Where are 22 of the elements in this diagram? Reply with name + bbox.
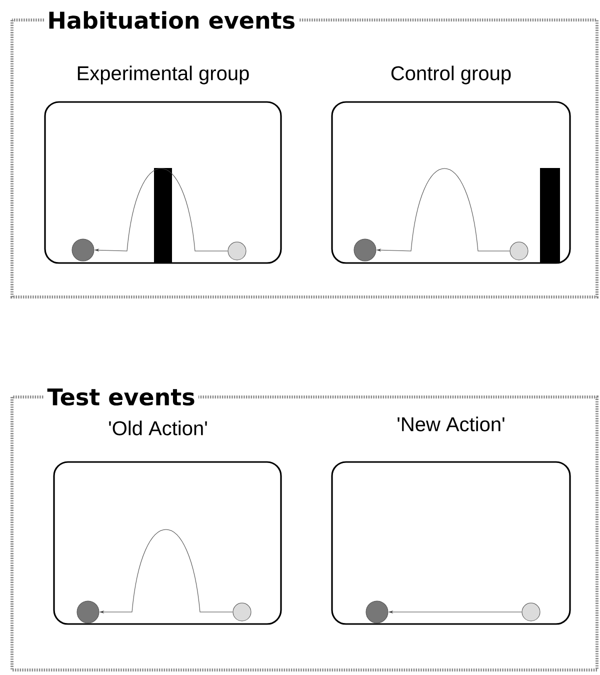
- scene-panel: Experimental group: [44, 66, 282, 264]
- path-arrow: [388, 610, 522, 614]
- ball: [366, 600, 388, 624]
- node-label: Control group: [391, 66, 511, 84]
- node-label: 'New Action': [398, 416, 504, 432]
- path-arrow: [94, 168, 228, 252]
- barrier-block: [154, 168, 172, 263]
- ball: [522, 602, 540, 622]
- node-label: 'Old Action': [109, 420, 207, 436]
- ball: [232, 602, 252, 622]
- scene-panel: 'Old Action': [53, 420, 282, 625]
- path-arrow: [376, 168, 510, 252]
- ball: [228, 242, 246, 260]
- scene-panel: 'New Action': [331, 416, 571, 625]
- ball: [510, 242, 528, 260]
- scene-panel: Control group: [331, 66, 571, 264]
- ball: [72, 238, 94, 262]
- barrier-block: [540, 168, 560, 263]
- path-arrow: [100, 529, 233, 614]
- node-label: Experimental group: [78, 66, 249, 84]
- ball: [354, 238, 376, 262]
- ball: [76, 600, 100, 624]
